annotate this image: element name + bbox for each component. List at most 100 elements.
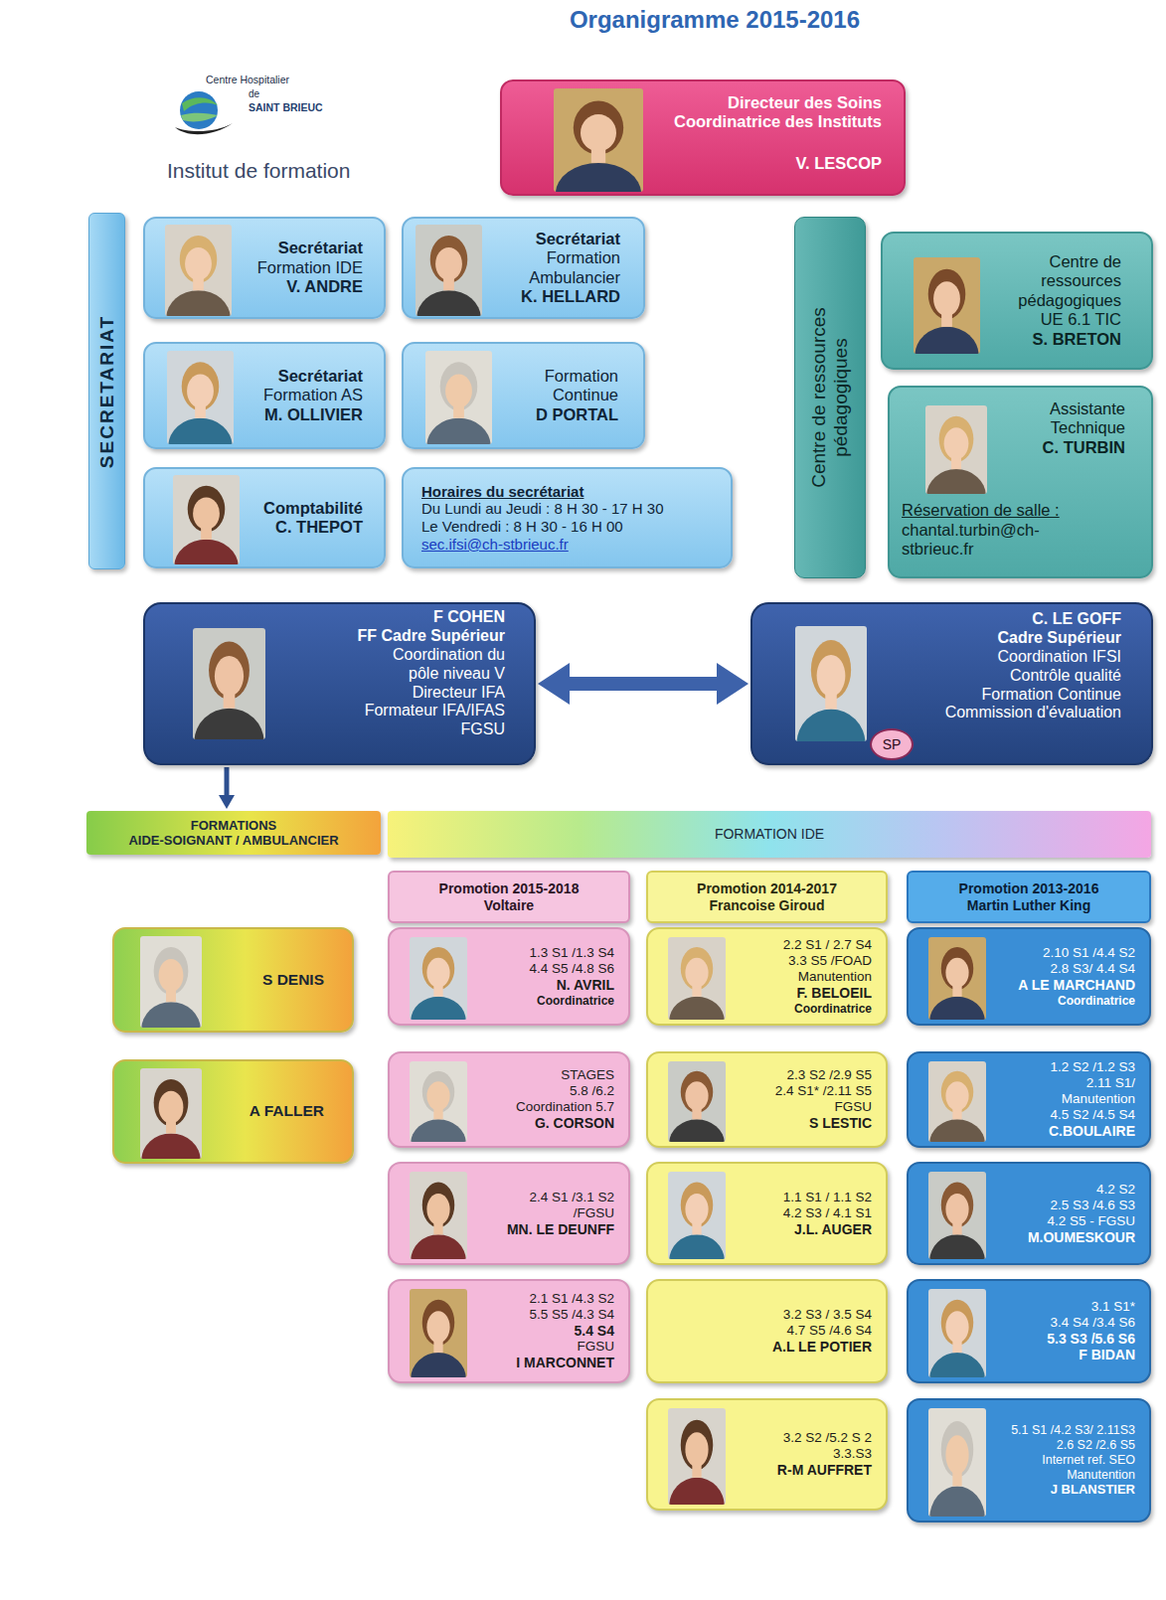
text-group: 2.1 S1 /4.3 S25.5 S5 /4.3 S45.4 S4FGSUI … [473,1287,615,1376]
photo-face [945,958,969,989]
org-box: Directeur des Soins Coordinatrice des In… [499,79,906,196]
text-group: 2.2 S1 / 2.7 S43.3 S5 /FOADManutentionF.… [731,935,872,1018]
portrait-photo [409,1061,468,1143]
org-box: Assistante TechniqueC. TURBINRéservation… [887,385,1154,579]
text-group: SP [871,730,912,759]
box-text: Coordinatrice [794,1001,872,1016]
box-text: J.L. AUGER [794,1221,872,1239]
org-box: 1.2 S2 /1.2 S32.11 S1/Manutention4.5 S2 … [906,1051,1152,1149]
box-text: 3.3.S3 [832,1446,872,1463]
org-box: S DENIS [112,927,354,1033]
box-text: Coordinatrice [1057,994,1136,1008]
photo-body [410,1234,467,1260]
photo-hair [680,947,713,991]
box-text: S LESTIC [809,1115,872,1133]
photo-face [192,498,220,530]
photo-hair [811,640,851,700]
logo-text: Centre Hospitalier [205,73,290,86]
box-text: 3.2 S2 /5.2 S 2 [783,1430,872,1447]
box-text: Directeur IFA [412,683,505,703]
photo-face [426,958,450,989]
box-text: 3.2 S3 / 3.5 S4 [783,1307,872,1324]
box-text: Horaires du secrétariat [421,483,584,501]
photo-hair [941,1182,974,1229]
box-text: Secrétariat [278,238,363,258]
org-box: SecrétariatFormation AmbulancierK. HELLA… [401,216,646,320]
box-text: V. LESCOP [795,154,882,173]
portrait-photo [667,1061,726,1143]
box-text: I MARCONNET [515,1354,615,1372]
portrait-photo [925,405,988,495]
text-group: S DENIS [213,935,325,1025]
photo-face [159,959,184,993]
text-group: 3.1 S1*3.4 S4 /3.4 S65.3 S3 /5.6 S6F BID… [992,1287,1136,1376]
box-text: FGSU [833,1099,872,1116]
photo-hair [154,1079,189,1127]
box-text: 1.3 S1 /1.3 S4 [528,945,615,962]
box-text: Voltaire [484,897,534,915]
photo-hair [187,486,226,533]
text-group: ComptabilitéC. THEPOT [249,477,363,559]
text-group: 4.2 S22.5 S3 /4.6 S34.2 S5 - FGSUM.OUMES… [992,1169,1136,1258]
portrait-photo [667,937,726,1020]
org-box: 1.1 S1 / 1.1 S24.2 S3 / 4.1 S1J.L. AUGER [646,1162,888,1266]
photo-hair [941,1300,974,1346]
org-box: ComptabilitéC. THEPOT [143,467,386,569]
box-text: Le Vendredi : 8 H 30 - 16 H 00 [421,517,624,536]
text-group: 2.10 S1 /4.4 S22.8 S3/ 4.4 S4A LE MARCHA… [992,935,1136,1018]
box-text: 2.1 S1 /4.3 S2 [528,1291,615,1308]
photo-face [445,374,473,409]
box-text: V. ANDRE [286,277,363,297]
photo-body [426,418,491,445]
box-text: Manutention [798,969,872,986]
photo-hair [422,1071,455,1114]
box-text: S DENIS [262,971,325,990]
box-text: 4.2 S2 [1096,1181,1136,1198]
text-group: 2.3 S2 /2.9 S52.4 S1* /2.11 S5FGSUS LEST… [731,1059,872,1141]
box-text: Coordination du pôle niveau V [380,646,505,684]
portrait-photo [425,350,493,445]
box-text: UE 6.1 TIC [1040,310,1122,330]
photo-face [580,114,617,152]
box-text: Manutention [1061,1091,1136,1108]
text-group: Promotion 2014-2017Francoise Giroud [658,878,876,916]
portrait-photo [553,88,644,192]
photo-hair [680,1071,713,1114]
logo-text: SAINT BRIEUC [248,101,324,114]
box-text: Centre de ressources pédagogiques [1013,252,1122,311]
photo-body [141,1134,201,1160]
portrait-photo [166,350,234,445]
org-box: F COHENFF Cadre SupérieurCoordination du… [143,602,536,766]
org-box: 5.1 S1 /4.2 S3/ 2.11S32.6 S2 /2.6 S5Inte… [906,1398,1152,1523]
box-text: Martin Luther King [967,897,1091,915]
institute-name: Institut de formation [166,159,350,183]
box-text: FF Cadre Supérieur [357,627,505,647]
box-text: Formation Ambulancier [515,248,621,288]
text-group: SecrétariatFormation AmbulancierK. HELLA… [493,223,621,313]
box-text: A LE MARCHAND [1017,977,1136,995]
org-box: Horaires du secrétariatDu Lundi au Jeudi… [401,467,733,569]
portrait-photo [140,1068,202,1160]
org-box: 3.2 S2 /5.2 S 23.3.S3R-M AUFFRET [646,1398,888,1511]
photo-body [416,290,481,317]
text-group: SecrétariatFormation IDEV. ANDRE [239,226,363,310]
photo-face [817,655,846,697]
box-text: 4.4 S5 /4.8 S6 [528,961,615,978]
box-text: 2.3 S2 /2.9 S5 [786,1067,872,1084]
box-text: Coordination IFSI [997,648,1122,667]
box-text: Formation IDE [257,258,363,278]
box-text: M. OLLIVIER [264,405,363,425]
box-text: J BLANSTIER [1050,1482,1136,1498]
section-band: Centre de ressources pédagogiques [794,216,866,579]
box-text: 5.8 /6.2 [569,1083,615,1100]
box-text: 4.2 S3 / 4.1 S1 [783,1205,872,1222]
photo-hair [928,269,967,320]
photo-face [945,1081,969,1111]
box-text: C. TURBIN [1042,438,1126,458]
portrait-photo [667,1408,726,1505]
photo-hair [181,361,220,411]
photo-face [184,247,212,281]
photo-body [929,1119,986,1143]
box-text: 3.3 S5 /FOAD [788,953,872,970]
